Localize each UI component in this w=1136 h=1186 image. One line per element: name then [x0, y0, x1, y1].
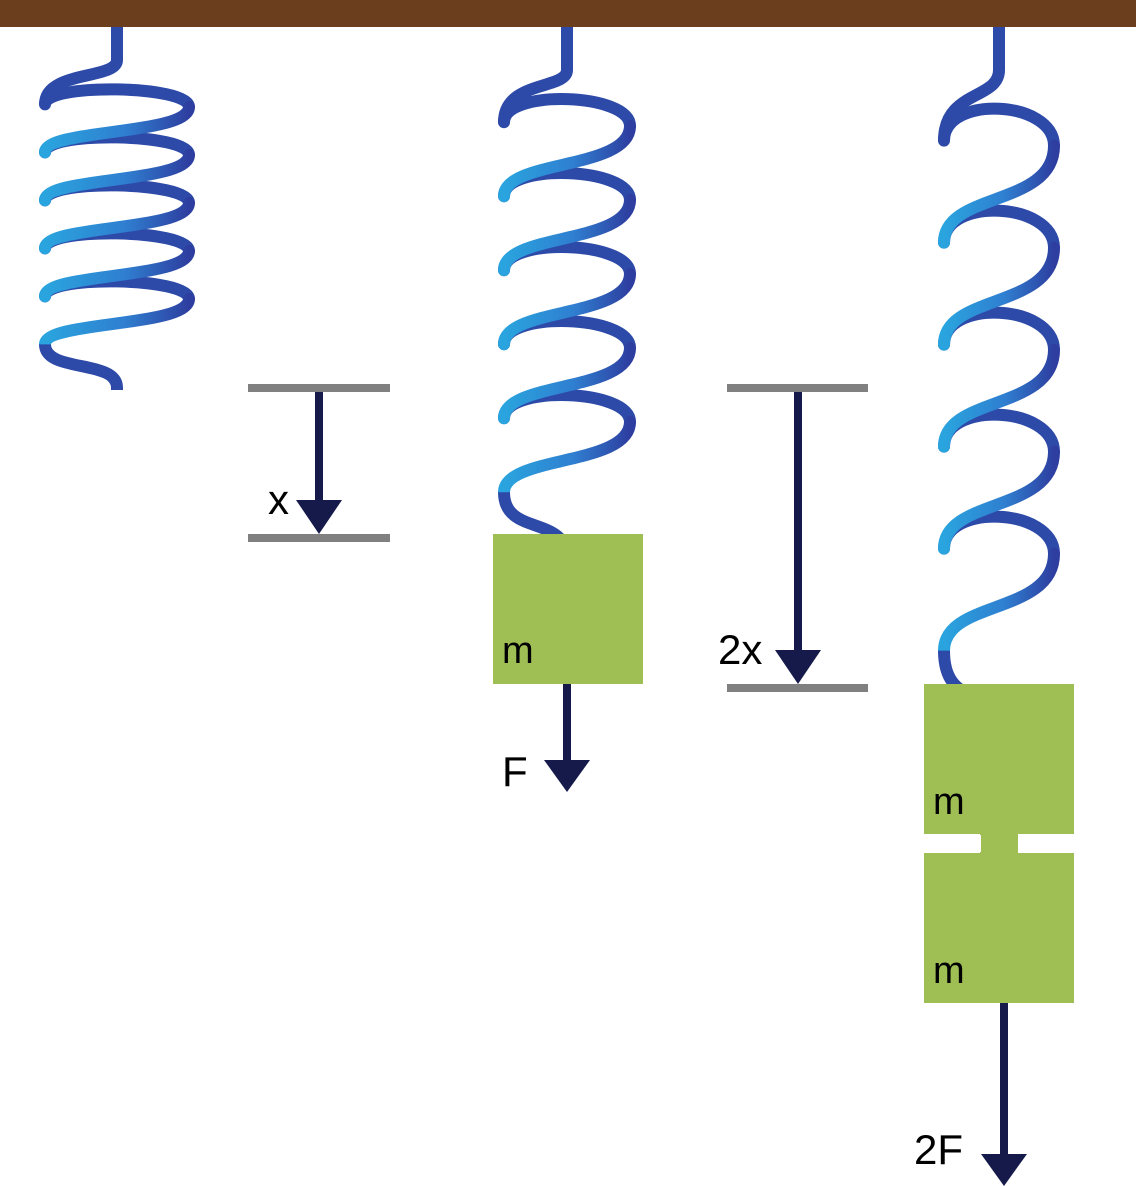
spring-coil-front	[938, 445, 1060, 555]
displacement-label-2x: 2x	[718, 626, 762, 673]
spring-coil-front	[39, 100, 195, 159]
spring-coil-front	[39, 292, 195, 351]
spring-two-masses	[938, 27, 1060, 743]
mass-block-stack: m m	[924, 684, 1074, 1003]
force-arrow-2f: 2F	[914, 1003, 1027, 1186]
spring-coil-front	[39, 244, 195, 303]
spring-coil-front	[498, 415, 636, 499]
mass-label-bottom: m	[933, 950, 965, 992]
spring-coil-front	[938, 139, 1060, 249]
mass-block-bottom	[924, 838, 1074, 1003]
mass-connector	[981, 835, 1018, 852]
spring-one-mass	[498, 27, 636, 560]
force-arrow-head	[544, 760, 590, 792]
spring-coil-back	[39, 83, 195, 113]
spring-coil-back	[498, 93, 636, 132]
mass-block-single: m	[493, 534, 643, 684]
spring-coil-back	[938, 102, 1060, 152]
spring-coil-front	[498, 267, 636, 351]
force-arrow-head	[981, 1154, 1027, 1186]
mass-label: m	[502, 630, 534, 672]
spring-coil-front	[39, 148, 195, 207]
displacement-arrow-head	[296, 500, 342, 534]
displacement-marker-x: x	[248, 384, 390, 542]
spring-coil-front	[498, 341, 636, 425]
spring-coil-front	[39, 196, 195, 255]
spring-bottom-lead	[39, 343, 123, 390]
displacement-label-x: x	[268, 476, 289, 523]
force-label-f: F	[502, 748, 528, 795]
ceiling-bar	[0, 0, 1136, 27]
mass-block	[493, 534, 643, 684]
mass-label-top: m	[933, 781, 965, 823]
force-arrow-f: F	[502, 684, 590, 795]
spring-coil-front	[938, 343, 1060, 453]
displacement-marker-2x: 2x	[718, 384, 868, 692]
mass-block-top	[924, 684, 1074, 852]
unloaded-spring	[39, 27, 195, 390]
force-label-2f: 2F	[914, 1126, 963, 1173]
spring-coil-front	[938, 547, 1060, 657]
spring-coil-front	[498, 119, 636, 203]
spring-coil-front	[498, 193, 636, 277]
spring-coil-front	[938, 241, 1060, 351]
displacement-arrow-head	[775, 650, 821, 684]
